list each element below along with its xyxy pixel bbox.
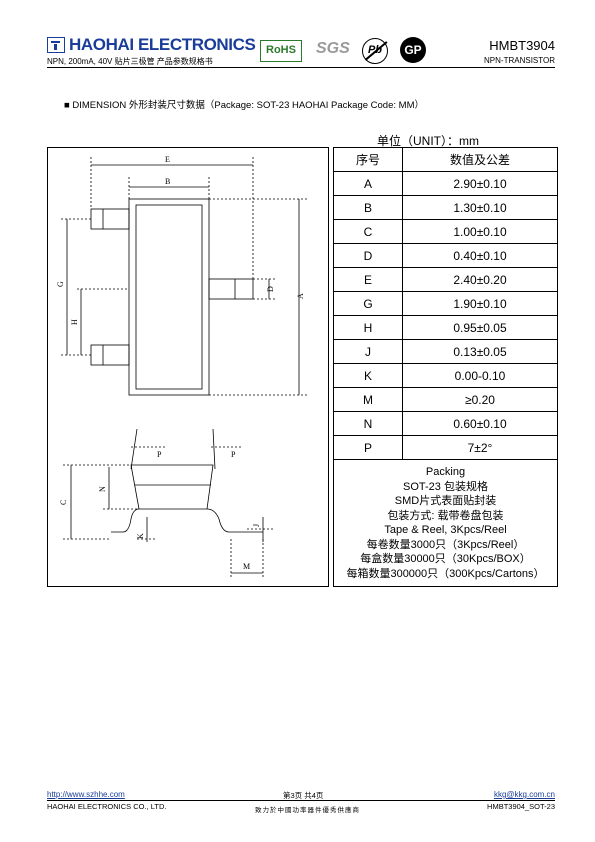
packing-line: 每卷数量3000只（3Kpcs/Reel） [366, 538, 525, 551]
dim-label-b: B [165, 177, 170, 186]
dimension-symbol: M [333, 387, 403, 412]
dimension-value: 0.95±0.05 [402, 315, 558, 340]
dimension-value: ≥0.20 [402, 387, 558, 412]
packing-line: 每盒数量30000只（30Kpcs/BOX） [360, 553, 531, 565]
dimension-drawing-frame [47, 147, 329, 587]
dim-label-p-left: P [157, 450, 162, 459]
company-slogan: 致力於中國功率器件優秀供應商 [255, 807, 360, 814]
side-view-leads [111, 508, 263, 533]
page-indicator: 第3页 共4页 [283, 791, 324, 800]
side-view-body [130, 464, 214, 510]
packing-line: SMD片式表面贴封装 [394, 495, 497, 507]
packing-line: 每箱数量300000只（300Kpcs/Cartons） [346, 567, 545, 580]
lead-left-bottom [90, 344, 130, 366]
unit-label: 单位（UNIT）：mm [377, 134, 479, 148]
packing-line: Packing [425, 466, 466, 478]
dim-label-m: M [243, 562, 250, 571]
table-row: M≥0.20 [333, 387, 558, 412]
part-number: HMBT3904 [489, 38, 555, 53]
top-view-inner [135, 204, 203, 390]
dim-label-p-right: P [231, 450, 236, 459]
package-outline-drawing: E B G H D A P P N C K J M [56, 155, 307, 577]
dimension-symbol: J [333, 339, 403, 364]
dim-label-k: K [136, 533, 145, 539]
website-link[interactable]: http://www.szhhe.com [47, 790, 125, 799]
top-view-body [128, 198, 210, 396]
dimension-value: 0.13±0.05 [402, 339, 558, 364]
dim-label-h: H [70, 319, 79, 325]
dim-label-c: C [59, 500, 68, 505]
rohs-badge: RoHS [260, 40, 302, 62]
dimension-value: 2.90±0.10 [402, 171, 558, 196]
document-code: HMBT3904_SOT-23 [487, 802, 555, 811]
company-name: HAOHAI ELECTRONICS CO., LTD. [47, 802, 167, 811]
dim-label-a: A [296, 293, 305, 299]
dim-label-d: D [266, 286, 275, 292]
dimension-value: 0.40±0.10 [402, 243, 558, 268]
dimension-symbol: E [333, 267, 403, 292]
dimension-symbol: A [333, 171, 403, 196]
footer-divider [47, 800, 555, 801]
dimension-value: 0.00-0.10 [402, 363, 558, 388]
dim-label-n: N [98, 486, 107, 492]
brand-name: HAOHAI ELECTRONICS [69, 35, 256, 54]
dimension-symbol: G [333, 291, 403, 316]
header-value: 数值及公差 [402, 147, 558, 172]
dimension-symbol: B [333, 195, 403, 220]
header-divider [47, 67, 555, 68]
dimension-symbol: N [333, 411, 403, 436]
email-link[interactable]: kkg@kkg.com.cn [493, 790, 555, 799]
dimension-value: 0.60±0.10 [402, 411, 558, 436]
lead-left-top [90, 208, 130, 230]
section-bullet: ■ [64, 100, 70, 111]
dimension-symbol: H [333, 315, 403, 340]
dimension-value: 1.00±0.10 [402, 219, 558, 244]
dimension-symbol: P [333, 435, 403, 460]
dimension-value: 7±2° [402, 435, 558, 460]
dimension-symbol: K [333, 363, 403, 388]
part-type: NPN-TRANSISTOR [484, 56, 555, 65]
dimension-symbol: D [333, 243, 403, 268]
dim-label-j: J [252, 524, 261, 527]
packing-line: SOT-23 包装规格 [403, 480, 488, 493]
dimension-symbol: C [333, 219, 403, 244]
gp-badge: GP [400, 37, 426, 63]
dimension-value: 2.40±0.20 [402, 267, 558, 292]
product-subtitle: NPN, 200mA, 40V 贴片三极管 产品参数规格书 [47, 57, 213, 66]
dimension-value: 1.30±0.10 [402, 195, 558, 220]
haohai-logo-icon [47, 37, 65, 53]
header-index: 序号 [333, 147, 403, 172]
table-header-row: 序号 数值及公差 [333, 147, 558, 172]
dimension-value: 1.90±0.10 [402, 291, 558, 316]
sgs-badge: SGS [316, 40, 350, 57]
section-title: ■ DIMENSION 外形封装尺寸数据（Package: SOT-23 HAO… [64, 97, 424, 111]
lead-right [208, 278, 254, 300]
packing-line: Tape & Reel, 3Kpcs/Reel [384, 524, 507, 536]
dim-label-e: E [165, 155, 170, 164]
dim-label-g: G [56, 281, 65, 287]
section-title-text: DIMENSION 外形封装尺寸数据（Package: SOT-23 HAOHA… [72, 100, 424, 111]
packing-line: 包装方式: 载带卷盘包装 [387, 509, 504, 522]
